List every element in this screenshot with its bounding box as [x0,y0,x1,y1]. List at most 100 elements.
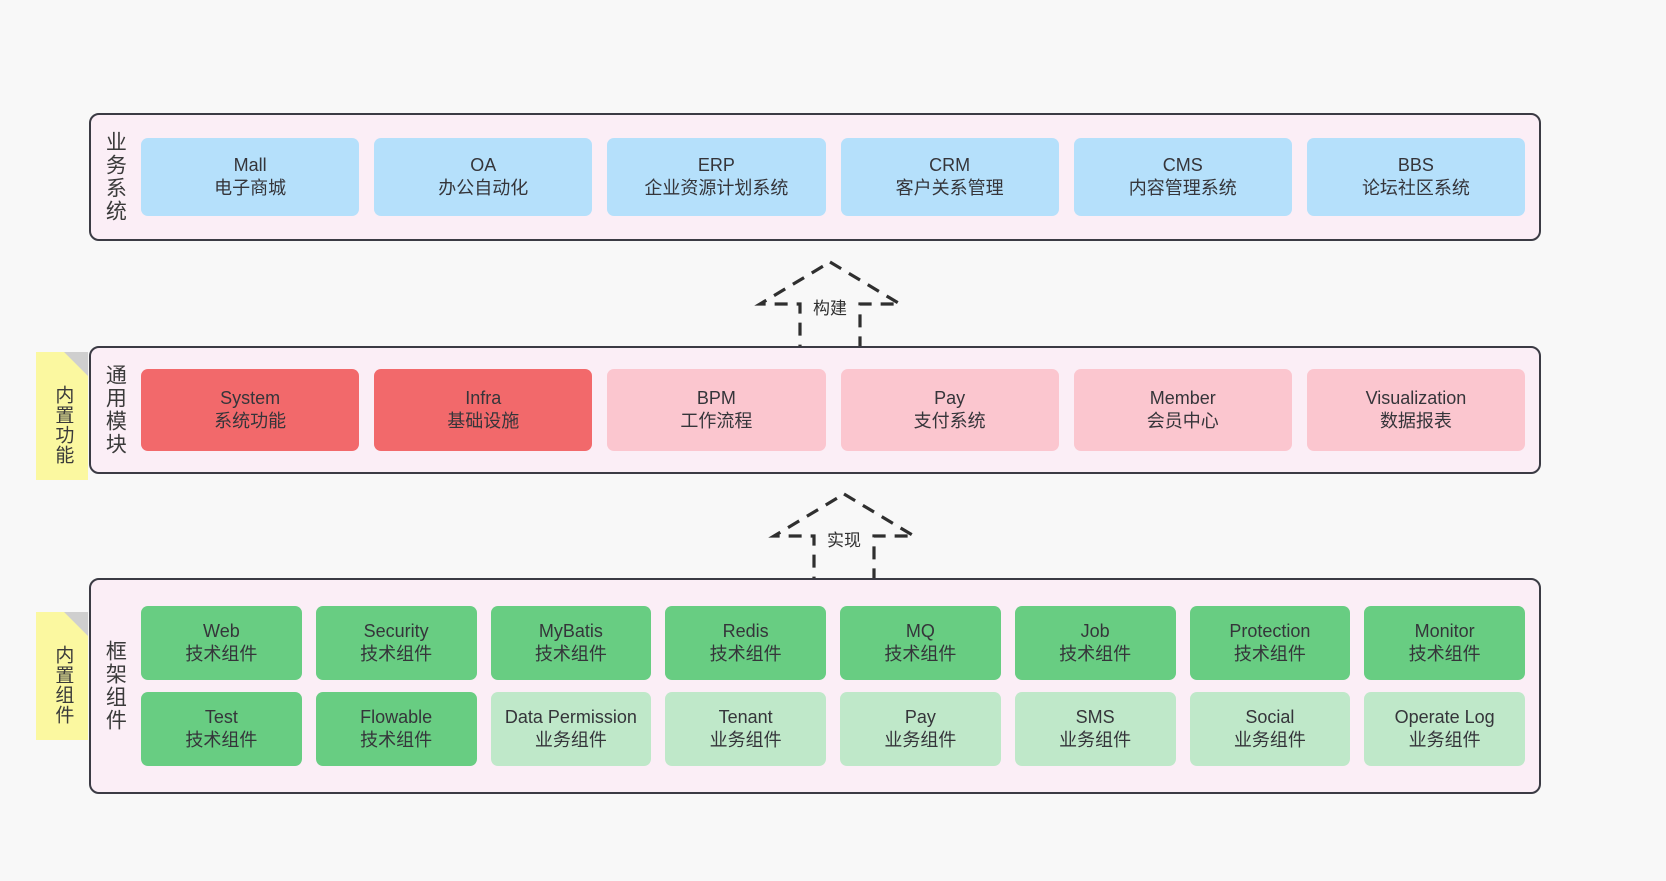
card-pay-component-name: Pay [904,706,936,727]
card-bpm-desc: 工作流程 [680,411,753,431]
card-bpm[interactable]: BPM 工作流程 [607,369,826,451]
card-member[interactable]: Member 会员中心 [1073,369,1292,451]
card-mq-name: MQ [905,620,935,641]
card-test[interactable]: Test 技术组件 [141,692,302,766]
card-oa-name: OA [470,154,497,175]
module-card-row: System 系统功能 Infra 基础设施 BPM 工作流程 Pay 支付系统… [141,369,1526,451]
card-system-name: System [220,387,281,408]
card-bpm-name: BPM [696,387,736,408]
card-job-name: Job [1080,620,1110,641]
card-test-desc: 技术组件 [185,730,258,750]
note-builtin-features: 内置功能 [36,352,88,480]
card-social-desc: 业务组件 [1233,730,1306,750]
card-web-name: Web [203,620,240,641]
layer-framework-components-body: Web 技术组件 Security 技术组件 MyBatis 技术组件 Redi… [137,580,1539,792]
card-monitor-desc: 技术组件 [1408,644,1481,664]
card-oa-desc: 办公自动化 [438,178,529,198]
connector-build-label: 构建 [813,299,847,318]
card-protection-desc: 技术组件 [1233,644,1306,664]
card-mybatis[interactable]: MyBatis 技术组件 [490,606,652,680]
card-flowable[interactable]: Flowable 技术组件 [315,692,477,766]
card-bbs-desc: 论坛社区系统 [1361,178,1470,198]
card-sms-name: SMS [1075,706,1115,727]
layer-business-system: 业务系统 Mall 电子商城 OA 办公自动化 ERP 企业资源计划系统 CRM [89,113,1541,241]
card-visualization-desc: 数据报表 [1379,411,1452,431]
card-erp-desc: 企业资源计划系统 [644,178,789,198]
card-mall[interactable]: Mall 电子商城 [141,138,360,216]
connector-build-shape [754,260,906,352]
card-pay-module[interactable]: Pay 支付系统 [840,369,1059,451]
card-job-desc: 技术组件 [1059,644,1132,664]
note-builtin-components-text: 内置组件 [52,645,74,725]
card-visualization-name: Visualization [1365,387,1467,408]
card-system[interactable]: System 系统功能 [141,369,360,451]
note-fold-corner-icon [64,612,88,636]
card-mq-desc: 技术组件 [884,644,957,664]
card-erp-name: ERP [697,154,735,175]
layer-framework-components: 框架组件 Web 技术组件 Security 技术组件 MyBatis 技术组件… [89,578,1541,794]
business-card-row: Mall 电子商城 OA 办公自动化 ERP 企业资源计划系统 CRM 客户关系… [141,138,1526,216]
note-fold-corner-icon [64,352,88,376]
card-protection[interactable]: Protection 技术组件 [1189,606,1351,680]
layer-common-modules: 通用模块 System 系统功能 Infra 基础设施 BPM 工作流程 Pay [89,346,1541,474]
card-bbs-name: BBS [1397,154,1434,175]
card-security[interactable]: Security 技术组件 [315,606,477,680]
card-security-name: Security [363,620,429,641]
card-pay-module-name: Pay [934,387,966,408]
card-data-permission-desc: 业务组件 [534,730,607,750]
card-redis-name: Redis [722,620,769,641]
card-data-permission-name: Data Permission [504,706,637,727]
card-web[interactable]: Web 技术组件 [141,606,302,680]
card-mybatis-name: MyBatis [538,620,603,641]
card-sms[interactable]: SMS 业务组件 [1014,692,1176,766]
card-job[interactable]: Job 技术组件 [1014,606,1176,680]
card-pay-module-desc: 支付系统 [913,411,986,431]
card-security-desc: 技术组件 [360,644,433,664]
card-protection-name: Protection [1229,620,1311,641]
card-cms-name: CMS [1162,154,1203,175]
card-flowable-desc: 技术组件 [360,730,433,750]
card-tenant-name: Tenant [718,706,773,727]
card-test-name: Test [204,706,238,727]
note-builtin-features-text: 内置功能 [52,385,74,465]
card-tenant-desc: 业务组件 [709,730,782,750]
card-operate-log[interactable]: Operate Log 业务组件 [1364,692,1525,766]
card-flowable-name: Flowable [360,706,433,727]
card-bbs[interactable]: BBS 论坛社区系统 [1306,138,1526,216]
card-social[interactable]: Social 业务组件 [1189,692,1351,766]
card-crm-name: CRM [929,154,971,175]
card-web-desc: 技术组件 [185,644,258,664]
card-infra-desc: 基础设施 [447,411,520,431]
card-visualization[interactable]: Visualization 数据报表 [1306,369,1526,451]
card-social-name: Social [1245,706,1295,727]
connector-implement: 实现 [768,490,920,586]
card-pay-component-desc: 业务组件 [884,730,957,750]
card-redis[interactable]: Redis 技术组件 [665,606,826,680]
card-tenant[interactable]: Tenant 业务组件 [665,692,826,766]
card-mybatis-desc: 技术组件 [534,644,607,664]
layer-common-modules-body: System 系统功能 Infra 基础设施 BPM 工作流程 Pay 支付系统… [137,348,1539,472]
connector-implement-label: 实现 [827,531,861,550]
card-system-desc: 系统功能 [214,411,287,431]
layer-business-system-title: 业务系统 [103,131,127,223]
layer-common-modules-title: 通用模块 [103,364,127,456]
card-cms[interactable]: CMS 内容管理系统 [1073,138,1292,216]
card-mq[interactable]: MQ 技术组件 [840,606,1001,680]
connector-implement-shape [768,492,920,584]
card-pay-component[interactable]: Pay 业务组件 [840,692,1001,766]
card-oa[interactable]: OA 办公自动化 [374,138,593,216]
framework-biz-row: Test 技术组件 Flowable 技术组件 Data Permission … [141,692,1525,766]
card-crm-desc: 客户关系管理 [895,178,1004,198]
card-mall-desc: 电子商城 [214,178,287,198]
connector-build: 构建 [754,258,906,354]
card-member-desc: 会员中心 [1146,411,1219,431]
card-operate-log-name: Operate Log [1394,706,1495,727]
card-data-permission[interactable]: Data Permission 业务组件 [490,692,652,766]
framework-tech-row: Web 技术组件 Security 技术组件 MyBatis 技术组件 Redi… [141,606,1525,680]
card-monitor[interactable]: Monitor 技术组件 [1364,606,1525,680]
card-erp[interactable]: ERP 企业资源计划系统 [607,138,826,216]
layer-business-system-body: Mall 电子商城 OA 办公自动化 ERP 企业资源计划系统 CRM 客户关系… [137,115,1539,239]
card-infra[interactable]: Infra 基础设施 [374,369,593,451]
card-crm[interactable]: CRM 客户关系管理 [840,138,1059,216]
